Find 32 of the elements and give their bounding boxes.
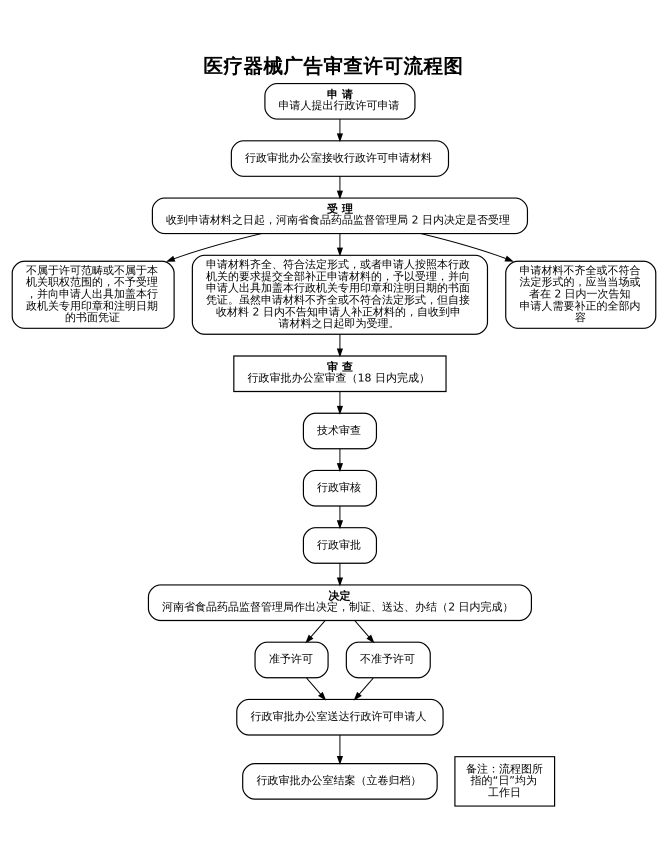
arrow — [336, 118, 344, 142]
node-box: 决定 河南省食品药品监督管理局作出决定，制证、送达、办结（2 日内完成） — [148, 584, 532, 622]
node-box: 技术审查 — [302, 412, 378, 450]
node-box: 申 请 申请人提出行政许可申请 — [264, 82, 416, 120]
arrow — [305, 620, 326, 644]
node-box: 申请材料齐全、符合法定形式，或者申请人按照本行政机关的要求提交全部补正申请材料的，予以受理，并向申请人出具加盖本行政机关专用印章和注明日期的书面凭证。虽然申请材料不齐全或不符合法定形式，但自接收材料 2 日内不告知申请人补正材料的，自收到申请材料之日起即为受理。 — [192, 254, 488, 335]
arrow — [306, 677, 326, 701]
arrow — [336, 734, 344, 765]
arrow — [336, 448, 344, 472]
node-box: 行政审批 — [302, 527, 378, 564]
arrow — [336, 233, 344, 256]
node-box: 行政审批办公室接收行政许可申请材料 — [230, 140, 450, 177]
arrow — [354, 677, 374, 701]
arrow — [336, 562, 344, 586]
node-box: 不准予许可 — [346, 642, 431, 678]
node-box: 行政审核 — [302, 470, 378, 507]
node-box: 备注：流程图所指的“日”均为工作日 — [454, 756, 556, 807]
arrow — [354, 620, 375, 644]
arrow — [336, 334, 344, 358]
arrow — [336, 391, 344, 415]
node-box: 申请材料不齐全或不符合法定形式的，应当当场或者在 2 日内一次告知申请人需要补正的全部内容 — [505, 260, 656, 329]
arrow — [166, 233, 262, 262]
node-box: 准予许可 — [254, 642, 329, 678]
node-box: 行政审批办公室结案（立卷归档） — [242, 763, 438, 800]
node-box: 审 查 行政审批办公室审查（18 日内完成） — [233, 355, 447, 392]
node-box: 不属于许可范畴或不属于本机关职权范围的，不予受理，并向申请人出具加盖本行政机关专用印章和注明日期的书面凭证 — [12, 260, 175, 329]
node-box: 受 理 收到申请材料之日起，河南省食品药品监督管理局 2 日内决定是否受理 — [152, 197, 528, 234]
node-box: 行政审批办公室送达行政许可申请人 — [236, 698, 444, 736]
arrow — [420, 233, 514, 262]
arrow — [336, 506, 344, 530]
diagram-title: 医疗器械广告审查许可流程图 — [204, 54, 464, 78]
arrow — [336, 176, 344, 200]
